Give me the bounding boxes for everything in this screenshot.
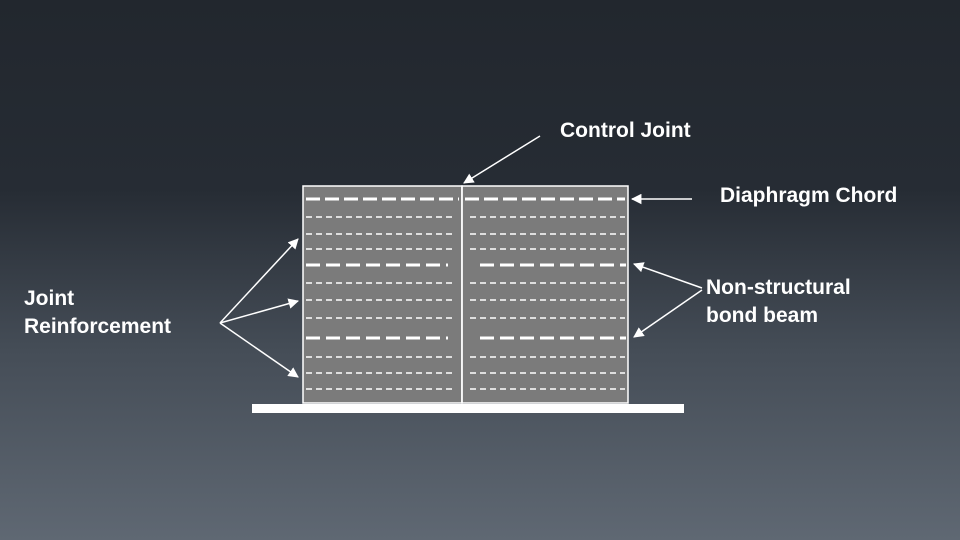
joint-reinforcement-arrow-upper bbox=[219, 238, 299, 324]
joint-reinforcement-label-line1: Joint bbox=[24, 287, 75, 310]
foundation-slab bbox=[252, 404, 684, 413]
nonstructural-bond-beam-label-line2: bond beam bbox=[706, 304, 819, 327]
joint-reinforcement-label-line2: Reinforcement bbox=[24, 315, 172, 338]
control-joint-arrow bbox=[463, 135, 541, 184]
joint-reinforcement-arrow-middle bbox=[219, 298, 300, 324]
nonstructural-bond-beam-label: Non-structural bond beam bbox=[706, 274, 851, 330]
wall-panel-right bbox=[461, 185, 629, 404]
joint-reinforcement-arrow-lower bbox=[219, 322, 299, 378]
bond-beam-arrow-upper bbox=[633, 262, 703, 289]
diaphragm-chord-label: Diaphragm Chord bbox=[720, 184, 898, 207]
wall-panel-left bbox=[302, 185, 463, 404]
joint-reinforcement-label: Joint Reinforcement bbox=[24, 285, 171, 341]
nonstructural-bond-beam-label-line1: Non-structural bbox=[706, 276, 851, 299]
bond-beam-arrow-lower bbox=[633, 289, 703, 338]
joint-reinforcement-lines bbox=[306, 216, 625, 390]
control-joint-label: Control Joint bbox=[560, 119, 691, 142]
bond-beam-lines bbox=[306, 263, 626, 340]
